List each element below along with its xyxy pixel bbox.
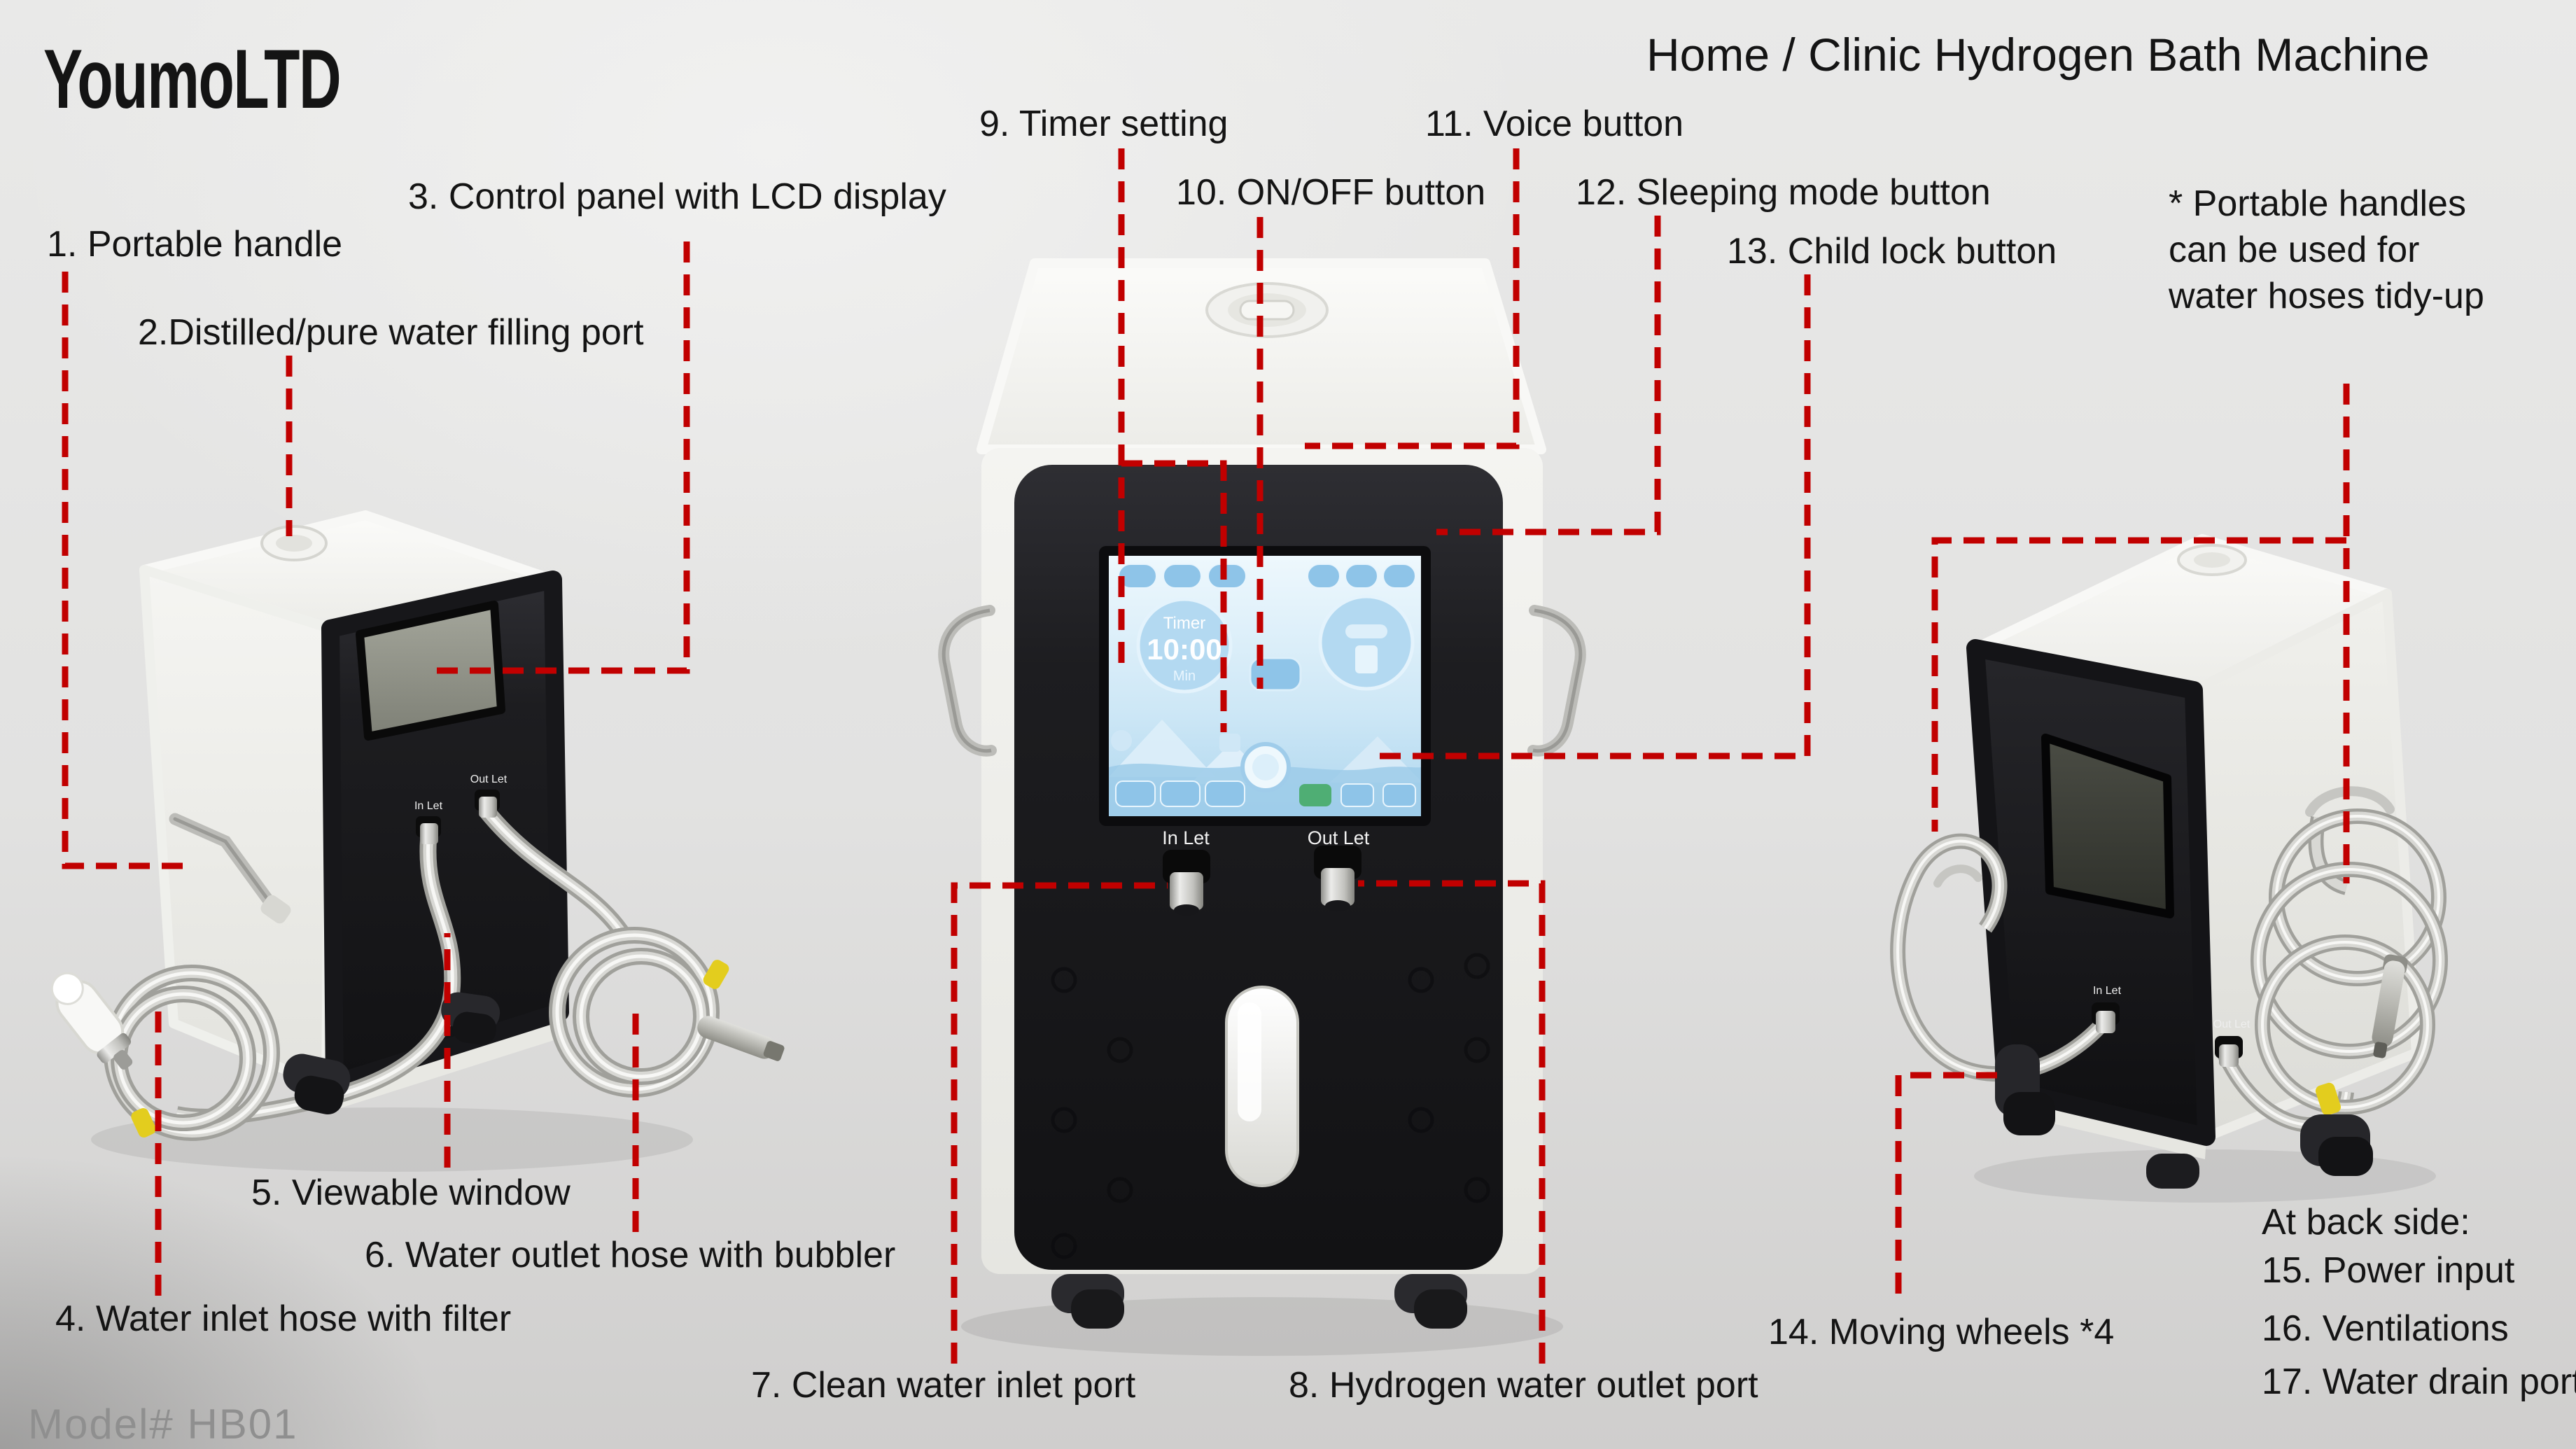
note-portable-handles: * Portable handles can be used for water… — [2169, 181, 2484, 319]
h2-circle — [1318, 594, 1415, 691]
callout-label-5: 5. Viewable window — [251, 1172, 570, 1213]
leader-line-11 — [1305, 148, 1520, 449]
inlet-label: In Let — [1162, 827, 1210, 848]
caster-wheel — [1394, 1274, 1467, 1329]
back-side-item: 17. Water drain port — [2262, 1362, 2576, 1402]
back-side-title: At back side: — [2262, 1202, 2470, 1242]
callout-label-9: 9. Timer setting — [979, 104, 1228, 144]
machine-left-view: In Let Out Let — [50, 510, 785, 1172]
hose-clip-yellow — [2315, 1082, 2342, 1116]
inlet-label-right: In Let — [2093, 985, 2122, 997]
inlet-label-left: In Let — [414, 800, 443, 812]
caster-wheel — [2146, 1154, 2199, 1189]
callout-label-7: 7. Clean water inlet port — [751, 1365, 1136, 1406]
model-number: Model# HB01 — [28, 1401, 298, 1448]
leader-line-8 — [1358, 880, 1546, 1364]
timer-label: Timer — [1163, 614, 1205, 633]
timer-circle — [1136, 597, 1233, 694]
green-button — [1299, 784, 1331, 806]
hydrogen-water-outlet-port — [1314, 846, 1362, 911]
inlet-port-right — [2092, 1002, 2120, 1033]
inlet-port-left — [416, 816, 441, 844]
leader-line-9b — [1121, 460, 1227, 732]
brand-logo: YoumoLTD — [43, 32, 342, 126]
callout-label-12: 12. Sleeping mode button — [1576, 172, 1991, 213]
leader-line-note2 — [1931, 537, 2346, 832]
note-line: water hoses tidy-up — [2169, 276, 2484, 316]
leader-line-1 — [62, 272, 183, 869]
caster-wheel — [283, 1054, 351, 1115]
leader-line-14 — [1895, 1072, 1999, 1294]
caster-wheel — [2300, 1114, 2373, 1176]
leader-line-3 — [430, 241, 690, 674]
timer-value: 10:00 — [1147, 633, 1222, 666]
callout-label-3: 3. Control panel with LCD display — [408, 176, 946, 217]
lcd-right — [2041, 734, 2174, 918]
callout-label-6: 6. Water outlet hose with bubbler — [365, 1235, 896, 1275]
water-filter — [50, 972, 133, 1070]
viewable-window — [1225, 986, 1299, 1187]
outlet-label: Out Let — [1308, 827, 1370, 848]
caster-wheel — [441, 992, 500, 1045]
machine-right-view: In Let Out Let — [1890, 534, 2448, 1203]
outlet-port-left — [475, 790, 500, 818]
hose-clip-yellow — [131, 1108, 156, 1138]
leader-line-13 — [1375, 274, 1811, 760]
callout-label-10: 10. ON/OFF button — [1176, 172, 1486, 213]
clean-water-inlet-port — [1163, 850, 1210, 916]
note-line: can be used for — [2169, 230, 2420, 270]
callout-label-2: 2.Distilled/pure water filling port — [138, 312, 644, 353]
callout-label-11: 11. Voice button — [1425, 104, 1684, 144]
bubbler — [697, 1016, 785, 1061]
callout-label-1: 1. Portable handle — [47, 224, 343, 265]
back-side-item: 16. Ventilations — [2262, 1308, 2509, 1349]
caster-wheel — [1995, 1044, 2055, 1135]
outlet-port-right — [2215, 1036, 2243, 1067]
callout-label-8: 8. Hydrogen water outlet port — [1289, 1365, 1758, 1406]
caster-wheel — [1051, 1274, 1124, 1329]
leader-line-7 — [951, 882, 1168, 1364]
lcd-left — [356, 601, 505, 741]
bubbler — [2372, 954, 2408, 1058]
outlet-label-right: Out Let — [2213, 1018, 2250, 1030]
hose-clip-yellow — [703, 960, 729, 989]
portable-handle-right — [2305, 786, 2395, 817]
callout-label-14: 14. Moving wheels *4 — [1768, 1312, 2115, 1352]
callout-label-4: 4. Water inlet hose with filter — [55, 1298, 512, 1339]
back-side-item: 15. Power input — [2262, 1250, 2515, 1291]
timer-unit: Min — [1173, 668, 1196, 684]
leader-line-12 — [1436, 216, 1661, 536]
note-line: * Portable handles — [2169, 183, 2466, 224]
callout-label-13: 13. Child lock button — [1727, 231, 2057, 272]
page-title: Home / Clinic Hydrogen Bath Machine — [1646, 29, 2430, 80]
outlet-label-left: Out Let — [470, 774, 507, 785]
